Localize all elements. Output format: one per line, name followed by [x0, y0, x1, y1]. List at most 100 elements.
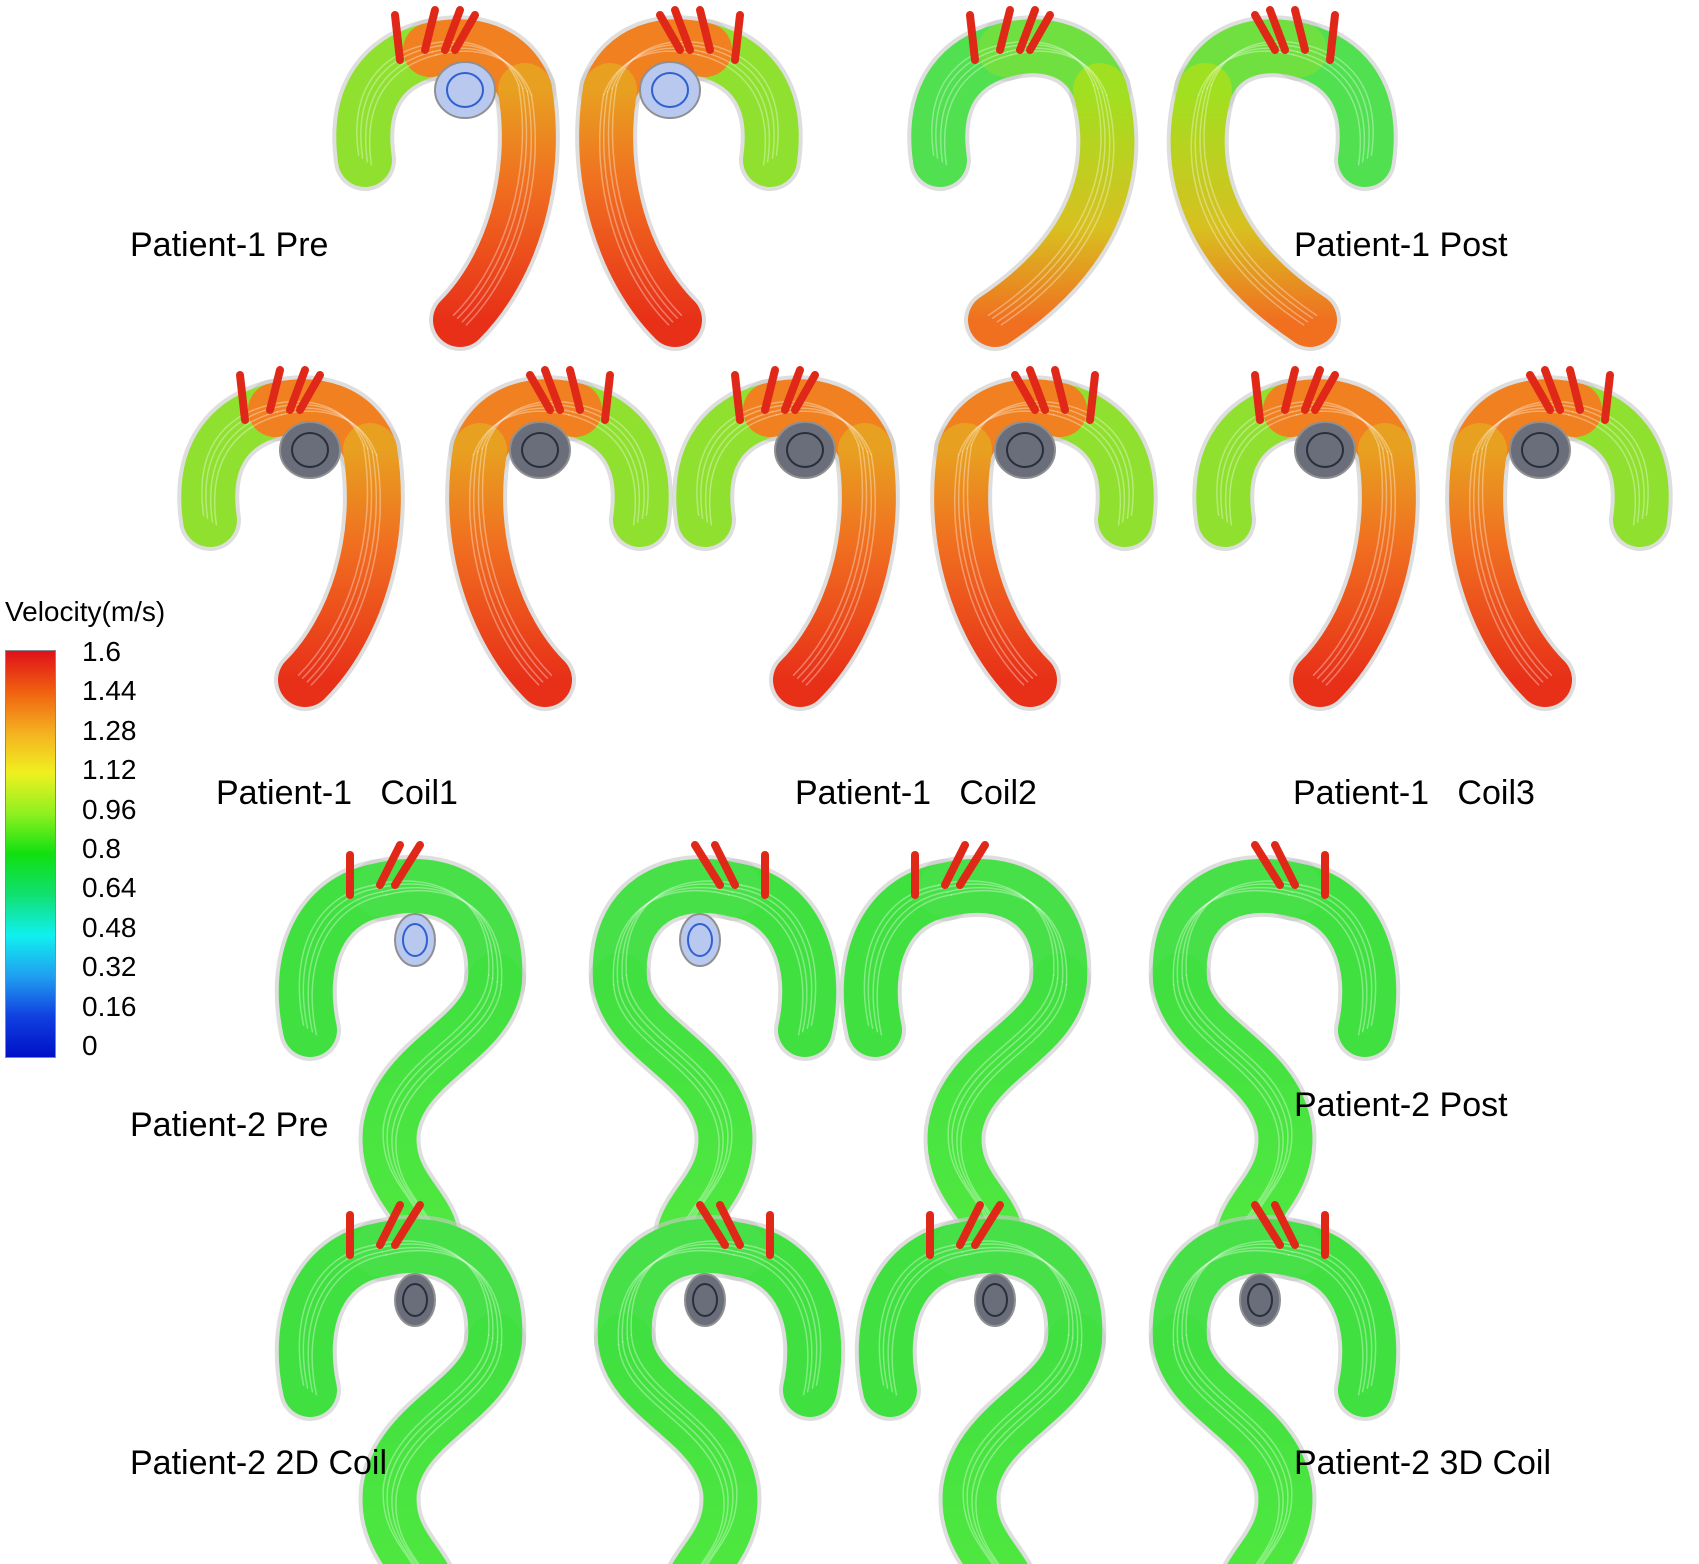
coil-mesh [402, 1283, 428, 1317]
streamline [710, 44, 779, 156]
streamline [461, 91, 533, 323]
streamline [385, 889, 503, 986]
streamline [621, 977, 729, 1229]
aorta-p1_coil2-front [672, 366, 900, 711]
branch-vessel [941, 841, 969, 889]
aorta-p2_pre-back [588, 841, 841, 1261]
streamline [975, 1344, 1083, 1564]
vortex-flow [402, 923, 428, 957]
streamline [1000, 94, 1115, 326]
streamline [887, 1251, 964, 1393]
streamline [1181, 977, 1289, 1229]
branch-vessel [656, 11, 684, 54]
streamline [1065, 404, 1134, 516]
aorta-p2_3d-front [854, 1201, 1107, 1564]
streamline [987, 84, 1102, 316]
label-patient1-coil1: Patient-1 Coil1 [216, 774, 458, 812]
colorbar-tick-label: 0.32 [82, 951, 137, 983]
streamline [966, 403, 1064, 449]
streamline [727, 894, 804, 1036]
branch-vessel [1016, 6, 1039, 54]
streamline [1571, 411, 1640, 523]
branch-vessel [1311, 371, 1339, 414]
branch-vessel [1251, 371, 1264, 424]
streamline [630, 1334, 738, 1564]
aorta-p2_3d-back [1148, 1201, 1401, 1564]
coiled-aneurysm [774, 421, 836, 479]
streamline [1576, 407, 1645, 519]
streamline [962, 1334, 1070, 1564]
streamline [1052, 414, 1121, 526]
branch-vessel [1271, 841, 1299, 889]
coil-mesh [291, 432, 329, 468]
vortex-flow [651, 72, 689, 108]
streamline [946, 886, 1064, 983]
streamline [1176, 1341, 1284, 1564]
branch-vessel [526, 371, 554, 414]
descending-aorta-flow [773, 423, 896, 707]
descending-aorta-flow [934, 423, 1057, 707]
branch-vessel [716, 1201, 744, 1249]
streamline [271, 403, 369, 449]
aneurysm-sac [639, 61, 701, 119]
aneurysm-sac [679, 913, 721, 967]
colorbar-title: Velocity(m/s) [5, 596, 166, 627]
descending-aorta-flow [362, 1313, 522, 1564]
streamline [1472, 410, 1570, 456]
streamline [1206, 43, 1304, 89]
vortex-flow [687, 923, 713, 957]
streamline [307, 891, 384, 1033]
streamline [741, 1247, 818, 1389]
label-patient2-pre: Patient-2 Pre [130, 1106, 329, 1144]
streamline [1061, 407, 1130, 519]
coiled-aneurysm [1509, 421, 1571, 479]
branch-vessel [236, 371, 249, 424]
streamline [940, 51, 1009, 163]
streamline [310, 454, 382, 686]
coil-mesh [786, 432, 824, 468]
branch-vessel [441, 6, 464, 54]
streamline [477, 447, 549, 679]
descending-aorta-flow [598, 1313, 758, 1564]
branch-vessel [791, 371, 819, 414]
streamline [472, 451, 544, 683]
streamline [931, 44, 1000, 156]
descending-aorta-flow [278, 423, 401, 707]
streamline [301, 447, 373, 679]
streamline [1305, 44, 1374, 156]
streamline [485, 400, 583, 446]
streamline [1316, 447, 1388, 679]
descending-aorta-flow [449, 423, 572, 707]
coiled-aneurysm [279, 421, 341, 479]
streamline [1286, 403, 1384, 449]
streamline [1176, 981, 1284, 1233]
streamline [1301, 47, 1370, 159]
streamline [1229, 414, 1298, 526]
colorbar-tick-label: 0 [82, 1030, 98, 1061]
branch-vessel [1026, 11, 1054, 54]
streamline [1210, 40, 1308, 86]
coil-mesh [1006, 432, 1044, 468]
branch-vessel [1011, 371, 1039, 414]
streamline [481, 403, 579, 449]
streamline [1472, 451, 1544, 683]
streamline [1567, 414, 1636, 526]
colorbar-tick-label: 0.16 [82, 990, 137, 1022]
label-patient2-3d-coil: Patient-2 3D Coil [1294, 1444, 1552, 1482]
streamline [356, 44, 425, 156]
label-patient2-2d-coil: Patient-2 2D Coil [130, 1444, 388, 1482]
streamline [961, 1246, 1079, 1343]
aorta-p1_coil3-front [1192, 366, 1420, 711]
branch-vessel [956, 1201, 984, 1249]
streamline [1296, 1247, 1373, 1389]
streamline [872, 891, 949, 1033]
aorta-p1_pre-back [575, 6, 803, 351]
streamline [468, 454, 540, 686]
branch-vessel [376, 841, 404, 889]
branch-vessel [691, 841, 724, 889]
branch-vessel [761, 366, 779, 414]
streamline [1291, 1251, 1368, 1393]
branch-vessel [1086, 371, 1099, 424]
aorta-p2_post-front [839, 841, 1092, 1261]
